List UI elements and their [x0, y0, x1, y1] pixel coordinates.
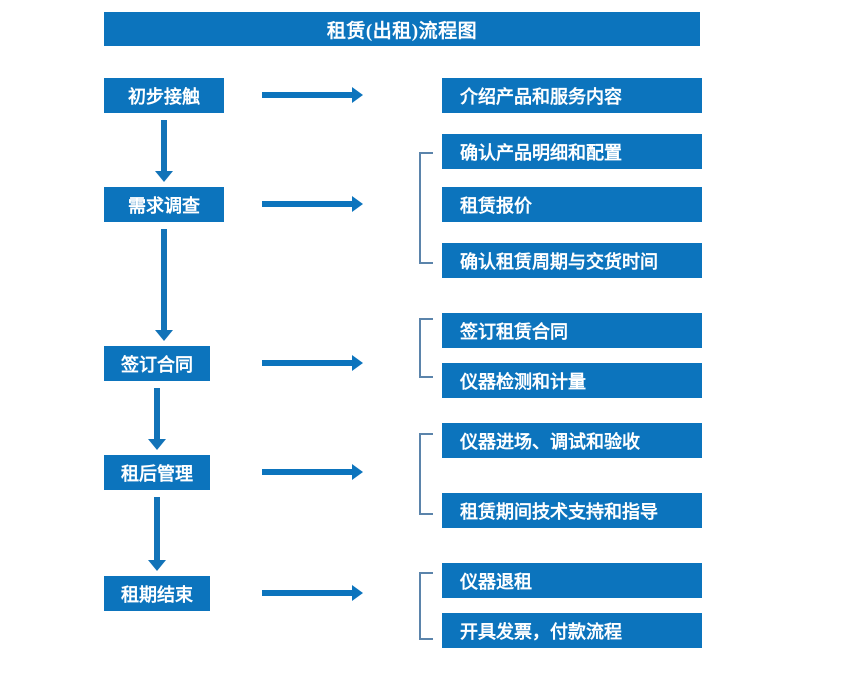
task-label: 仪器进场、调试和验收	[460, 431, 640, 452]
task-box-yiqi-jinchang-tiaoshi[interactable]: 仪器进场、调试和验收	[442, 423, 702, 458]
group-bracket-xuqiu-diaocha	[419, 152, 433, 264]
stage-label: 初步接触	[128, 86, 200, 107]
task-box-jieshao-chanpin[interactable]: 介绍产品和服务内容	[442, 78, 702, 113]
task-label: 介绍产品和服务内容	[460, 86, 622, 107]
stage-label: 签订合同	[121, 354, 193, 375]
task-box-queren-chanpin-mingxi[interactable]: 确认产品明细和配置	[442, 134, 702, 169]
flow-arrow-down-icon	[155, 229, 173, 341]
flow-arrow-down-icon	[148, 497, 166, 571]
task-label: 仪器检测和计量	[460, 371, 586, 392]
flow-arrow-right-icon	[262, 585, 363, 601]
diagram-title-bar: 租赁(出租)流程图	[104, 12, 700, 46]
task-label: 租赁期间技术支持和指导	[460, 501, 658, 522]
task-label: 确认产品明细和配置	[460, 142, 622, 163]
stage-box-zuhou-guanli[interactable]: 租后管理	[104, 455, 210, 490]
task-label: 开具发票，付款流程	[460, 621, 622, 642]
task-box-qianding-zulin-hetong[interactable]: 签订租赁合同	[442, 313, 702, 348]
stage-label: 租期结束	[121, 584, 193, 605]
page-title: 租赁(出租)流程图	[326, 20, 478, 42]
stage-box-zuqi-jieshu[interactable]: 租期结束	[104, 576, 210, 611]
flow-arrow-down-icon	[148, 388, 166, 450]
stage-box-qianding-hetong[interactable]: 签订合同	[104, 346, 210, 381]
stage-label: 需求调查	[128, 195, 200, 216]
flow-arrow-right-icon	[262, 355, 363, 371]
task-label: 仪器退租	[460, 571, 532, 592]
task-label: 签订租赁合同	[460, 321, 568, 342]
group-bracket-zuqi-jieshu	[419, 572, 433, 640]
task-box-yiqi-tuizu[interactable]: 仪器退租	[442, 563, 702, 598]
task-box-yiqi-jiance-jiliang[interactable]: 仪器检测和计量	[442, 363, 702, 398]
task-label: 确认租赁周期与交货时间	[460, 251, 658, 272]
stage-box-chubu-jiechu[interactable]: 初步接触	[104, 78, 224, 113]
flow-arrow-right-icon	[262, 196, 363, 212]
group-bracket-qianding-hetong	[419, 318, 433, 378]
flow-arrow-right-icon	[262, 464, 363, 480]
task-box-kaiju-fapiao-fukuan[interactable]: 开具发票，付款流程	[442, 613, 702, 648]
stage-label: 租后管理	[121, 463, 193, 484]
task-box-zulin-qijian-jishu-zhichi[interactable]: 租赁期间技术支持和指导	[442, 493, 702, 528]
flow-arrow-down-icon	[155, 120, 173, 182]
flow-arrow-right-icon	[262, 87, 363, 103]
task-box-zulin-baojia[interactable]: 租赁报价	[442, 187, 702, 222]
task-label: 租赁报价	[460, 195, 532, 216]
group-bracket-zuhou-guanli	[419, 433, 433, 515]
stage-box-xuqiu-diaocha[interactable]: 需求调查	[104, 187, 224, 222]
task-box-queren-zulin-zhouqi[interactable]: 确认租赁周期与交货时间	[442, 243, 702, 278]
